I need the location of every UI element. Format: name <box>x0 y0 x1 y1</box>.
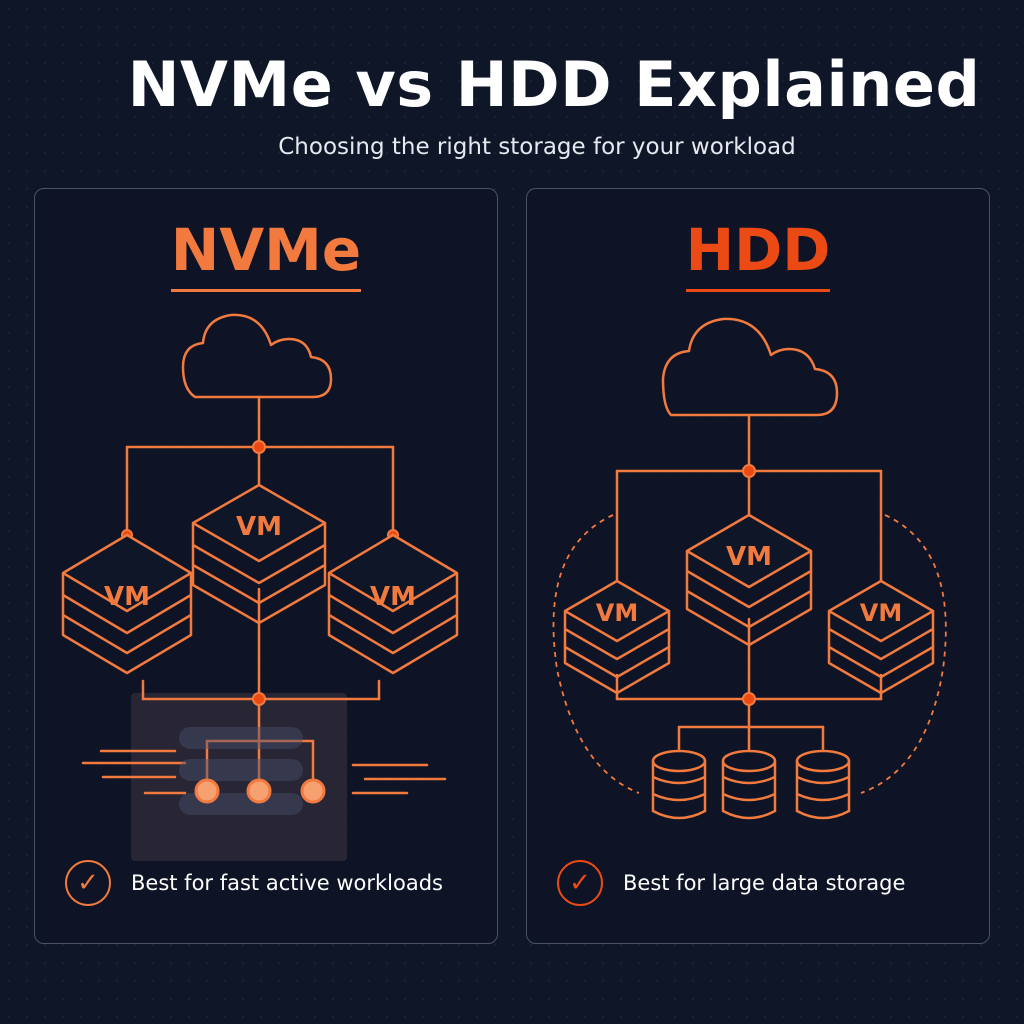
hdd-panel-title: HDD <box>527 215 989 292</box>
nvme-note-text: Best for fast active workloads <box>131 871 443 895</box>
vm-label: VM <box>726 542 772 572</box>
vm-label: VM <box>104 582 150 612</box>
nvme-note: ✓ Best for fast active workloads <box>65 857 443 909</box>
database-icon <box>721 749 777 820</box>
hdd-diagram: VM VM VM <box>552 317 947 820</box>
ssd-chip-icon <box>194 778 326 804</box>
cloud-icon <box>661 317 839 417</box>
page-title: NVMe vs HDD Explained <box>127 48 981 121</box>
junction-dot <box>742 692 756 706</box>
hdd-panel: HDD <box>526 188 990 944</box>
junction-dot <box>252 440 266 454</box>
cloud-icon <box>181 313 333 399</box>
check-circle-icon: ✓ <box>557 860 603 906</box>
hdd-note: ✓ Best for large data storage <box>557 857 905 909</box>
nvme-panel-title: NVMe <box>35 215 497 292</box>
vm-label: VM <box>370 582 416 612</box>
database-icon <box>795 749 851 820</box>
junction-dot <box>252 692 266 706</box>
junction-dot <box>742 464 756 478</box>
vm-label: VM <box>860 599 902 627</box>
vm-stack-icon <box>191 483 327 625</box>
page-subtitle: Choosing the right storage for your work… <box>278 134 796 160</box>
hdd-note-text: Best for large data storage <box>623 871 906 895</box>
vm-label: VM <box>596 599 638 627</box>
vm-stack-icon <box>327 533 459 675</box>
check-circle-icon: ✓ <box>65 860 111 906</box>
nvme-panel: NVMe <box>34 188 498 944</box>
vm-stack-icon <box>61 533 193 675</box>
vm-label: VM <box>236 512 282 542</box>
nvme-diagram: VM VM VM <box>61 313 459 815</box>
vm-stack-icon <box>827 579 935 695</box>
vm-stack-icon <box>685 513 813 647</box>
vm-stack-icon <box>563 579 671 695</box>
database-icon <box>651 749 707 820</box>
